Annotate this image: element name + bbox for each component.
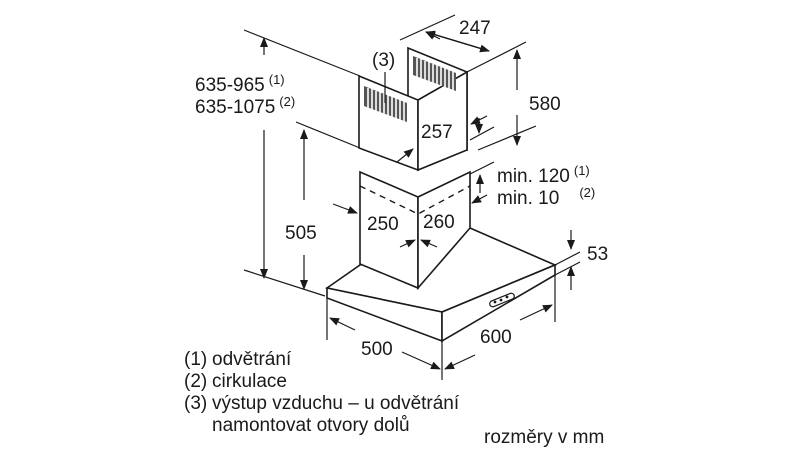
legend-number: (2) — [184, 371, 208, 392]
total-height-recirculation-label: 635-1075(2) — [195, 95, 295, 117]
dim-247: 247 — [459, 18, 491, 39]
dim-580: 580 — [529, 94, 561, 115]
lower-chimney — [359, 170, 471, 291]
dim-505: 505 — [285, 223, 317, 244]
dim-note: (2) — [279, 94, 296, 109]
legend-number: (1) — [184, 349, 208, 370]
legend-item: (3)výstup vzduchu – u odvětrání — [184, 393, 459, 415]
total-height-ventilation-label: 635-965(1) — [195, 73, 285, 95]
legend-text: cirkulace — [212, 371, 287, 392]
legend-text: výstup vzduchu – u odvětrání — [212, 393, 460, 414]
dim-53: 53 — [587, 244, 609, 265]
dim-note: (2) — [579, 185, 596, 200]
dim-value: 635-1075 — [195, 97, 276, 118]
gap-recirculation-label: min. 10 (2) — [497, 186, 595, 208]
dimension-lines — [243, 14, 581, 380]
dim-260: 260 — [423, 212, 455, 233]
air-outlet-marker: (3) — [372, 50, 396, 71]
legend-text: odvětrání — [212, 349, 292, 370]
legend-number: (3) — [184, 393, 208, 414]
legend-item: (1)odvětrání — [184, 349, 459, 371]
gap-ventilation-label: min. 120(1) — [497, 164, 590, 186]
dim-note: (1) — [268, 72, 285, 87]
dim-value: min. 10 — [497, 188, 560, 209]
units-note: rozměry v mm — [484, 427, 605, 448]
legend-text: namontovat otvory dolů — [212, 415, 410, 436]
legend: (1)odvětrání (2)cirkulace (3)výstup vzdu… — [184, 349, 459, 437]
dim-250: 250 — [367, 214, 399, 235]
dim-257: 257 — [421, 122, 453, 143]
legend-item-continuation: namontovat otvory dolů — [184, 415, 459, 437]
dim-value: min. 120 — [497, 166, 570, 187]
dim-500: 500 — [361, 339, 393, 360]
canopy — [325, 227, 558, 343]
upper-chimney — [358, 46, 468, 172]
dim-value: 635-965 — [195, 75, 265, 96]
dim-note: (1) — [573, 163, 590, 178]
dim-600: 600 — [480, 327, 512, 348]
legend-item: (2)cirkulace — [184, 371, 459, 393]
